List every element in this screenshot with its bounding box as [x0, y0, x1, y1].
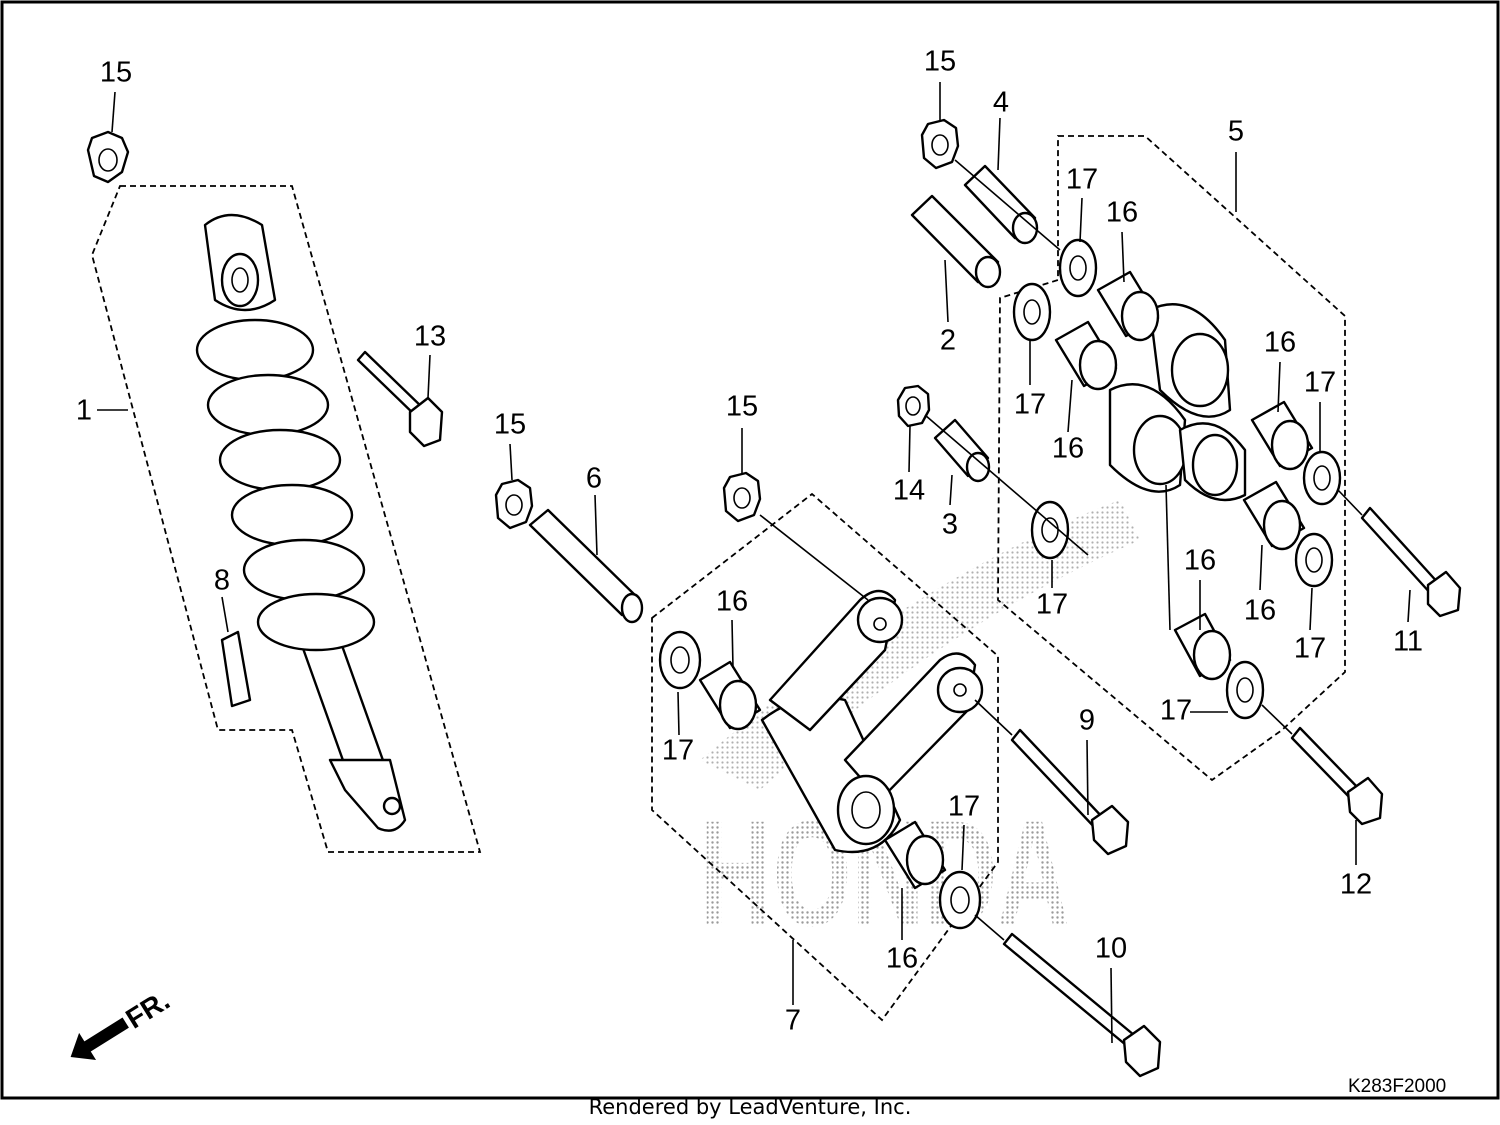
callout-17-b: 17: [948, 791, 980, 823]
stopper-clip: [220, 630, 252, 708]
callout-17-e: 17: [1304, 367, 1336, 399]
callout-17-a: 17: [662, 735, 694, 767]
callout-2: 2: [940, 325, 956, 357]
callout-8: 8: [214, 565, 230, 597]
callout-16-f: 16: [1184, 545, 1216, 577]
credit-line: Rendered by LeadVenture, Inc.: [589, 1095, 912, 1119]
diagram-frame: [0, 0, 1500, 1100]
callout-14: 14: [893, 475, 925, 507]
nut-15-c: [722, 471, 762, 523]
callout-17-c: 17: [1066, 164, 1098, 196]
callout-13: 13: [414, 321, 446, 353]
front-direction-arrow: FR.: [70, 984, 175, 1060]
callout-4: 4: [993, 87, 1009, 119]
callout-3: 3: [942, 509, 958, 541]
group-7-outline: [651, 492, 999, 1022]
bolt-10: [1002, 932, 1162, 1078]
callout-16-b: 16: [886, 943, 918, 975]
callout-16-d: 16: [1052, 433, 1084, 465]
shock-spring: [195, 318, 376, 652]
nut-15-b: [494, 478, 534, 530]
callout-11: 11: [1393, 626, 1423, 658]
callout-16-e: 16: [1264, 327, 1296, 359]
nut-15-a: [86, 130, 130, 184]
bolt-12: [1290, 726, 1384, 826]
callout-6: 6: [586, 463, 602, 495]
link-arm-group: [651, 492, 999, 1022]
callout-17-d: 17: [1014, 389, 1046, 421]
shock-absorber-group: [91, 185, 482, 853]
bolt-13: [356, 350, 444, 448]
bolt-11: [1360, 506, 1462, 618]
nut-14: [896, 384, 931, 428]
nut-15-d: [920, 118, 960, 170]
callout-7: 7: [785, 1005, 801, 1037]
callout-17-f: 17: [1036, 589, 1068, 621]
bolt-9: [1010, 728, 1130, 856]
leader-lines: [97, 82, 1411, 1044]
callout-1: 1: [76, 395, 92, 427]
callout-15-b: 15: [494, 409, 526, 441]
callout-labels: 1 15 13 8 15 6 15 16 17 7 16 17 9 10 15 …: [76, 46, 1423, 1037]
callout-15-a: 15: [100, 57, 132, 89]
callout-5: 5: [1228, 116, 1244, 148]
cushion-arm-group: [997, 135, 1346, 782]
callout-17-h: 17: [1160, 695, 1192, 727]
callout-16-a: 16: [716, 586, 748, 618]
collar-2: [910, 194, 1002, 289]
callout-16-c: 16: [1106, 197, 1138, 229]
callout-17-g: 17: [1294, 633, 1326, 665]
collar-3: [933, 418, 991, 483]
callout-16-g: 16: [1244, 595, 1276, 627]
callout-15-c: 15: [726, 391, 758, 423]
callout-15-d: 15: [924, 46, 956, 78]
callout-9: 9: [1079, 705, 1095, 737]
callout-10: 10: [1095, 933, 1127, 965]
callout-12: 12: [1340, 869, 1372, 901]
pin-6: [528, 508, 644, 624]
diagram-code: K283F2000: [1348, 1076, 1446, 1097]
front-direction-label: FR.: [120, 984, 175, 1034]
